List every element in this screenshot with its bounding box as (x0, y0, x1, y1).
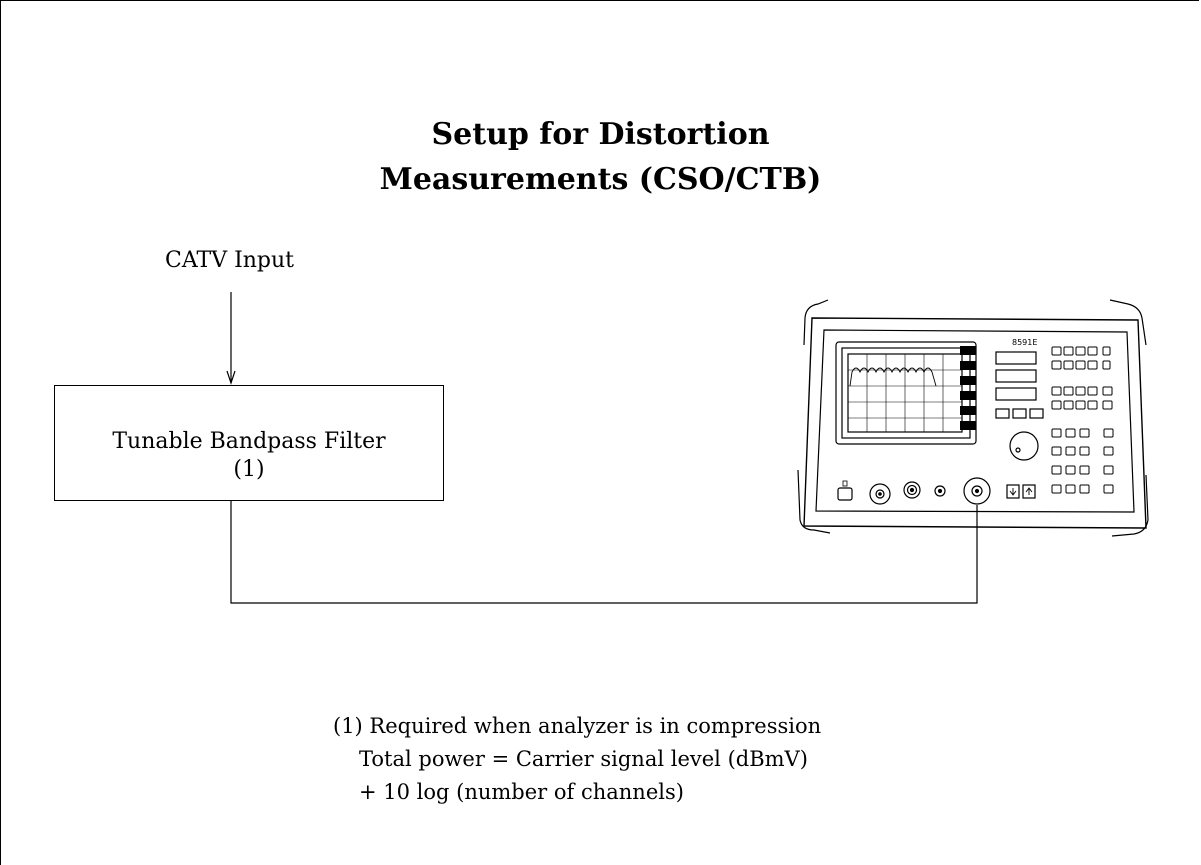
footnote: (1) Required when analyzer is in compres… (333, 710, 821, 809)
title-line-1: Setup for Distortion (431, 117, 770, 152)
filter-note-ref: (1) (233, 457, 265, 482)
catv-input-label: CATV Input (165, 248, 295, 273)
tunable-bandpass-filter-box: Tunable Bandpass Filter (1) (54, 385, 444, 501)
filter-to-analyzer-cable (230, 501, 978, 604)
footnote-line-2: Total power = Carrier signal level (dBmV… (359, 747, 808, 771)
diagram-title: Setup for Distortion Measurements (CSO/C… (0, 112, 1201, 202)
analyzer-model-label: 8591E (1012, 338, 1037, 347)
filter-name: Tunable Bandpass Filter (112, 429, 386, 454)
input-arrowhead-icon (226, 370, 236, 385)
footnote-line-1: (1) Required when analyzer is in compres… (333, 714, 822, 738)
title-line-2: Measurements (CSO/CTB) (379, 162, 822, 197)
footnote-line-3: + 10 log (number of channels) (359, 780, 684, 804)
